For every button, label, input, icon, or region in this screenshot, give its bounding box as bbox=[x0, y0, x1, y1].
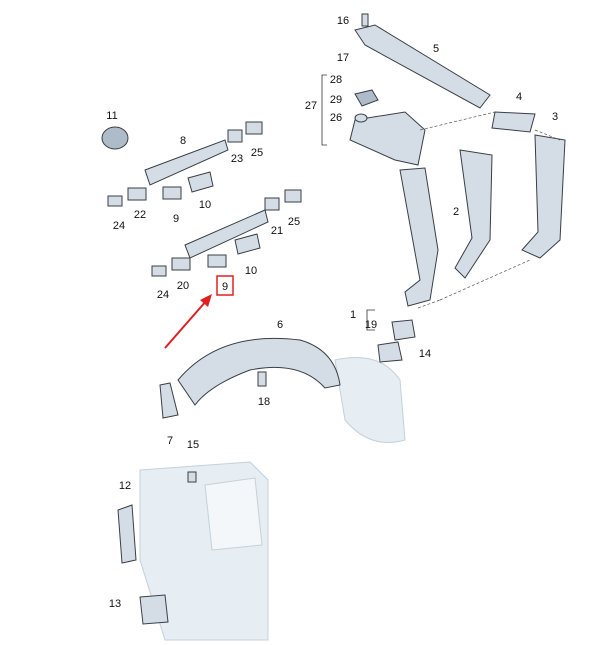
part-10-clip-lower bbox=[234, 233, 261, 255]
part-15-screw bbox=[187, 471, 197, 483]
part-21-clip bbox=[264, 197, 280, 211]
part-20-clip bbox=[171, 257, 191, 271]
label-27: 27 bbox=[305, 100, 317, 112]
vehicle-body-outline bbox=[139, 357, 406, 641]
part-13-grille bbox=[139, 594, 169, 625]
part-labels: 16 5 17 28 27 29 26 4 3 11 8 23 25 22 9 … bbox=[106, 15, 558, 610]
label-24: 24 bbox=[157, 289, 169, 301]
label-10: 10 bbox=[199, 199, 211, 211]
part-12-vent-grille bbox=[117, 504, 137, 564]
label-6: 6 bbox=[277, 319, 283, 331]
part-5-air-duct-top bbox=[354, 24, 491, 109]
part-8-holder-lower bbox=[184, 209, 269, 259]
label-14: 14 bbox=[419, 348, 431, 360]
label-20: 20 bbox=[177, 280, 189, 292]
part-4-connector bbox=[491, 111, 536, 133]
label-1: 1 bbox=[350, 309, 356, 321]
part-23-clip bbox=[227, 129, 243, 143]
part-7-trim bbox=[159, 382, 179, 419]
label-13: 13 bbox=[109, 598, 121, 610]
part-24-clip-upper bbox=[107, 195, 123, 207]
part-8-holder-upper bbox=[144, 139, 229, 186]
label-15: 15 bbox=[187, 439, 199, 451]
part-9-clip-upper bbox=[162, 186, 182, 200]
part-18-screw bbox=[257, 371, 267, 387]
label-29: 29 bbox=[330, 94, 342, 106]
part-16-screw bbox=[361, 13, 369, 27]
part-6-wheel-arch-liner bbox=[177, 337, 341, 406]
part-upper-duct-head bbox=[349, 111, 426, 166]
label-2: 2 bbox=[453, 206, 459, 218]
label-5: 5 bbox=[433, 43, 439, 55]
red-arrow bbox=[164, 294, 212, 349]
label-4: 4 bbox=[516, 91, 522, 103]
label-26: 26 bbox=[330, 112, 342, 124]
label-24: 24 bbox=[113, 220, 125, 232]
label-28: 28 bbox=[330, 74, 342, 86]
leader-lines bbox=[321, 74, 561, 331]
part-26-washer bbox=[354, 113, 368, 123]
label-11: 11 bbox=[106, 110, 117, 122]
part-11-cap bbox=[101, 126, 129, 150]
label-22: 22 bbox=[134, 209, 146, 221]
label-9: 9 bbox=[173, 213, 179, 225]
label-23: 23 bbox=[231, 153, 243, 165]
part-3-duct bbox=[521, 134, 566, 259]
label-8: 8 bbox=[180, 135, 186, 147]
label-16: 16 bbox=[337, 15, 349, 27]
part-2-duct bbox=[454, 149, 493, 279]
label-17: 17 bbox=[337, 52, 349, 64]
label-25: 25 bbox=[251, 147, 263, 159]
label-10: 10 bbox=[245, 265, 257, 277]
label-12: 12 bbox=[119, 480, 131, 492]
label-18: 18 bbox=[258, 396, 270, 408]
label-3: 3 bbox=[552, 111, 558, 123]
part-24-clip-lower bbox=[151, 265, 167, 277]
part-1-duct bbox=[399, 167, 439, 307]
part-22-clip bbox=[127, 187, 147, 201]
part-9-clip-lower bbox=[207, 254, 227, 268]
part-10-clip-upper bbox=[187, 171, 214, 193]
label-21: 21 bbox=[271, 225, 283, 237]
highlight-box bbox=[216, 275, 234, 296]
label-7: 7 bbox=[167, 435, 173, 447]
part-25-clip-lower bbox=[284, 189, 302, 203]
part-25-clip-upper bbox=[245, 121, 263, 135]
part-14-bracket bbox=[377, 341, 403, 363]
label-19: 19 bbox=[365, 319, 377, 331]
part-29-bracket bbox=[354, 89, 379, 107]
part-19-bracket bbox=[391, 319, 416, 341]
label-25: 25 bbox=[288, 216, 300, 228]
label-9-highlighted: 9 bbox=[222, 281, 228, 293]
